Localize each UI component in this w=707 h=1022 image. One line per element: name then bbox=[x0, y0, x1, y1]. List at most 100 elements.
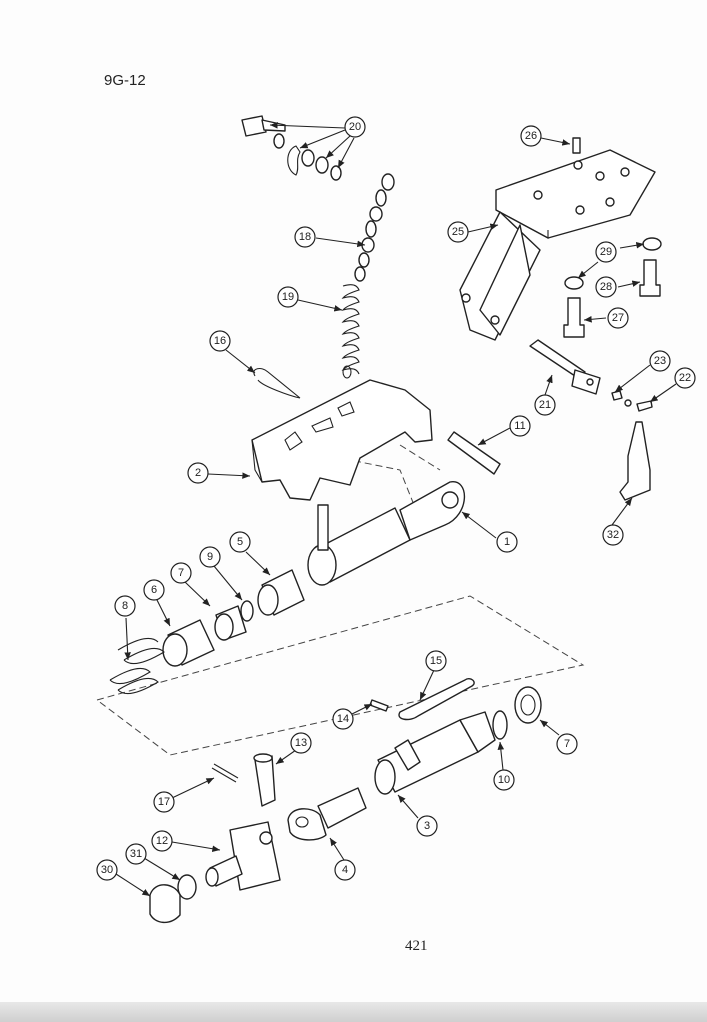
bracket-part-25 bbox=[459, 149, 656, 341]
callout-23: 23 bbox=[649, 350, 671, 372]
clip-part-16 bbox=[253, 367, 301, 399]
callout-11: 11 bbox=[509, 415, 531, 437]
callout-30: 30 bbox=[96, 859, 118, 881]
callout-13: 13 bbox=[290, 732, 312, 754]
washer-part-29 bbox=[642, 237, 662, 251]
bolt-part-28 bbox=[639, 259, 661, 297]
callout-7b: 7 bbox=[556, 733, 578, 755]
callout-18: 18 bbox=[294, 226, 316, 248]
callout-26: 26 bbox=[520, 125, 542, 147]
pin-part-13 bbox=[254, 755, 276, 807]
callout-21: 21 bbox=[534, 394, 556, 416]
svg-text:7: 7 bbox=[178, 567, 184, 579]
callout-7: 7 bbox=[170, 562, 192, 584]
svg-text:3: 3 bbox=[424, 820, 430, 832]
svg-text:9: 9 bbox=[207, 551, 213, 563]
section-code: 9G-12 bbox=[104, 72, 146, 89]
callout-27: 27 bbox=[607, 307, 629, 329]
callout-32: 32 bbox=[602, 524, 624, 546]
svg-text:17: 17 bbox=[158, 796, 170, 808]
callout-3: 3 bbox=[416, 815, 438, 837]
svg-text:23: 23 bbox=[654, 355, 666, 367]
svg-text:14: 14 bbox=[337, 713, 349, 725]
svg-text:31: 31 bbox=[130, 848, 142, 860]
svg-text:16: 16 bbox=[214, 335, 226, 347]
callout-29: 29 bbox=[595, 241, 617, 263]
svg-text:1: 1 bbox=[504, 536, 510, 548]
bolt-part-27 bbox=[563, 297, 585, 338]
svg-text:21: 21 bbox=[539, 399, 551, 411]
callout-31: 31 bbox=[125, 843, 147, 865]
callout-9: 9 bbox=[199, 546, 221, 568]
spring-part-19 bbox=[341, 284, 360, 379]
ring-part-9 bbox=[240, 600, 254, 622]
callout-25: 25 bbox=[447, 221, 469, 243]
page-number: 421 bbox=[405, 938, 428, 954]
nut-part-30 bbox=[149, 884, 181, 924]
svg-text:27: 27 bbox=[612, 312, 624, 324]
spring-part-8 bbox=[109, 637, 165, 695]
pin-part-26 bbox=[572, 137, 581, 154]
svg-text:2: 2 bbox=[195, 467, 201, 479]
callout-10: 10 bbox=[493, 769, 515, 791]
collar-part-7b bbox=[514, 686, 542, 724]
link-end-part-4 bbox=[287, 787, 367, 841]
svg-text:11: 11 bbox=[514, 420, 525, 432]
svg-text:8: 8 bbox=[122, 600, 128, 612]
cylinder-part-1 bbox=[307, 481, 466, 586]
leader-lines bbox=[115, 122, 677, 897]
callout-17: 17 bbox=[153, 791, 175, 813]
svg-text:6: 6 bbox=[151, 584, 157, 596]
washer-part-27 bbox=[564, 276, 584, 290]
pin-part-14 bbox=[369, 699, 389, 712]
svg-text:18: 18 bbox=[299, 231, 311, 243]
callout-20: 20 bbox=[344, 116, 366, 138]
cotter-part-17 bbox=[211, 763, 239, 783]
callout-2: 2 bbox=[187, 462, 209, 484]
washer-part-31 bbox=[177, 874, 197, 900]
svg-text:26: 26 bbox=[525, 130, 537, 142]
callout-15: 15 bbox=[425, 650, 447, 672]
svg-text:28: 28 bbox=[600, 281, 612, 293]
shaft-part-21 bbox=[529, 339, 601, 395]
callout-4: 4 bbox=[334, 859, 356, 881]
o-ring-part-10 bbox=[492, 710, 508, 740]
callout-28: 28 bbox=[595, 276, 617, 298]
svg-text:22: 22 bbox=[679, 372, 691, 384]
scan-edge bbox=[0, 1002, 707, 1022]
svg-text:30: 30 bbox=[101, 864, 113, 876]
svg-text:32: 32 bbox=[607, 529, 619, 541]
bracket-part-12 bbox=[205, 821, 281, 891]
svg-text:13: 13 bbox=[295, 737, 307, 749]
callout-16: 16 bbox=[209, 330, 231, 352]
assembly-group-outline bbox=[95, 595, 585, 756]
svg-text:4: 4 bbox=[342, 864, 348, 876]
svg-text:25: 25 bbox=[452, 226, 464, 238]
svg-text:10: 10 bbox=[498, 774, 510, 786]
chain-part-18 bbox=[354, 173, 395, 282]
callout-8: 8 bbox=[114, 595, 136, 617]
svg-text:15: 15 bbox=[430, 655, 442, 667]
hitch-link-part-2 bbox=[251, 379, 433, 501]
split-pin-part-15 bbox=[398, 677, 475, 721]
callout-5: 5 bbox=[229, 531, 251, 553]
svg-text:7: 7 bbox=[564, 738, 570, 750]
callout-6: 6 bbox=[143, 579, 165, 601]
pin-part-23 bbox=[611, 390, 623, 401]
lever-part-32 bbox=[619, 421, 651, 501]
callout-14: 14 bbox=[332, 708, 354, 730]
callout-1: 1 bbox=[496, 531, 518, 553]
svg-text:20: 20 bbox=[349, 121, 361, 133]
svg-text:19: 19 bbox=[282, 291, 294, 303]
svg-text:12: 12 bbox=[156, 835, 168, 847]
callout-22: 22 bbox=[674, 367, 696, 389]
svg-text:5: 5 bbox=[237, 536, 243, 548]
callout-19: 19 bbox=[277, 286, 299, 308]
barrel-part-3 bbox=[374, 711, 496, 795]
pin-part-11 bbox=[447, 431, 501, 475]
bolt-part-22 bbox=[636, 400, 653, 412]
callout-12: 12 bbox=[151, 830, 173, 852]
svg-text:29: 29 bbox=[600, 246, 612, 258]
